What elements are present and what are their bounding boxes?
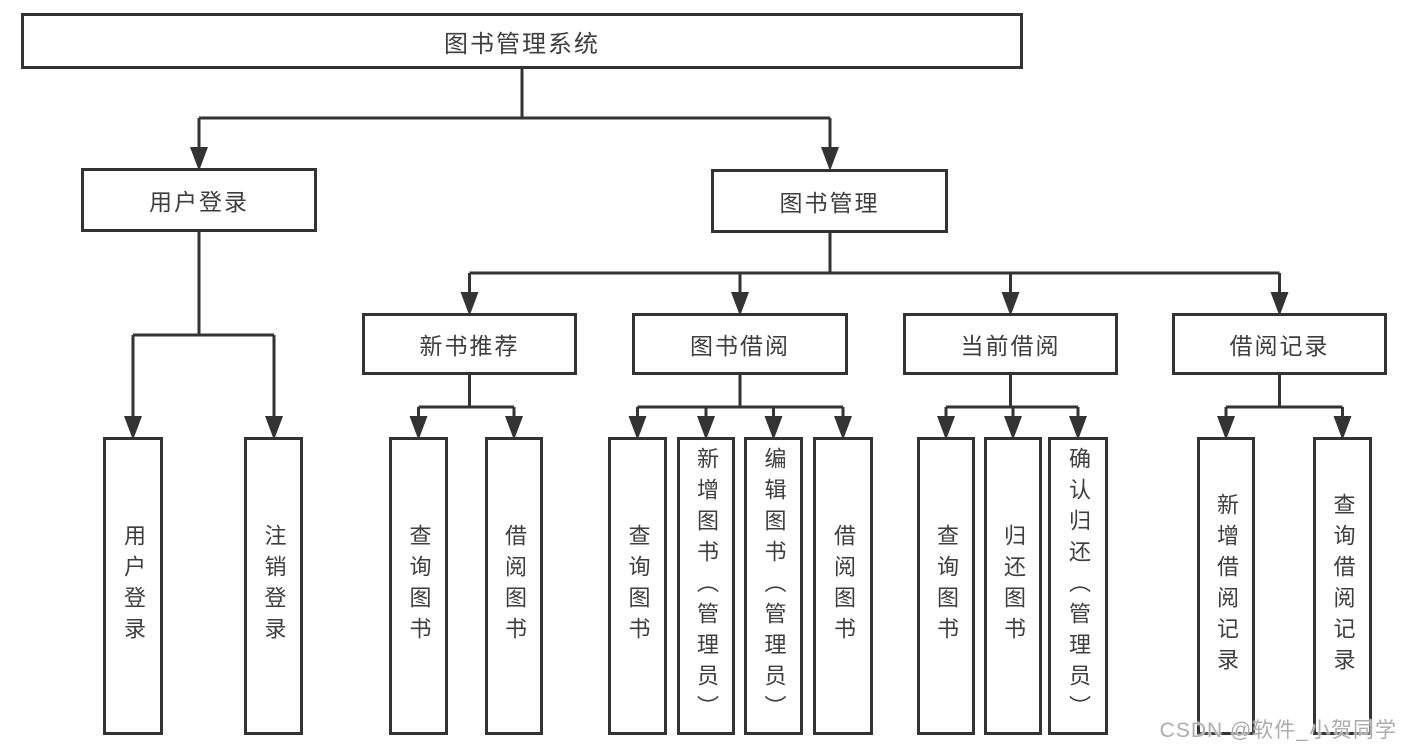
- node-label: 用户登录: [149, 189, 249, 215]
- node-user-login: 用户登录: [81, 168, 317, 232]
- leaf-recommend-query-books: 查询图书: [389, 437, 448, 735]
- node-label: 查询图书: [406, 524, 432, 648]
- connector-user-login: [131, 232, 276, 420]
- node-label: 新书推荐: [419, 333, 520, 359]
- leaf-borrow-borrow-books: 借阅图书: [813, 437, 873, 735]
- leaf-records-add-borrow-record: 新增借阅记录: [1197, 437, 1255, 735]
- node-library-management-system: 图书管理系统: [21, 13, 1023, 69]
- node-new-book-recommend: 新书推荐: [362, 313, 577, 375]
- node-label: 编辑图书（管理员）: [761, 446, 787, 726]
- node-borrow-records: 借阅记录: [1172, 313, 1387, 375]
- connector-current-borrow: [944, 375, 1080, 420]
- node-label: 查询图书: [625, 524, 651, 648]
- arrowheads: [124, 147, 1352, 440]
- leaf-recommend-borrow-books: 借阅图书: [485, 437, 543, 735]
- leaf-borrow-query-books: 查询图书: [608, 437, 667, 735]
- node-label: 新增借阅记录: [1214, 493, 1239, 679]
- node-label: 图书管理系统: [444, 30, 600, 58]
- connector-root: [197, 68, 832, 151]
- node-book-management: 图书管理: [711, 169, 948, 233]
- leaf-borrow-add-books-admin: 新增图书（管理员）: [677, 437, 735, 735]
- node-label: 确认归还（管理员）: [1066, 446, 1091, 726]
- node-label: 图书借阅: [690, 333, 790, 359]
- leaf-current-confirm-return-admin: 确认归还（管理员）: [1048, 437, 1108, 735]
- node-label: 查询图书: [934, 524, 959, 648]
- leaf-user-login: 用户登录: [103, 437, 163, 735]
- connector-borrow-records: [1224, 375, 1344, 420]
- leaf-current-return-books: 归还图书: [984, 437, 1042, 735]
- watermark: CSDN @软件_小贺同学: [1159, 719, 1397, 742]
- connector-book-management: [468, 233, 1281, 296]
- node-label: 借阅图书: [831, 524, 856, 648]
- node-label: 归还图书: [1001, 524, 1026, 648]
- connector-book-borrow: [636, 375, 845, 420]
- node-current-borrow: 当前借阅: [903, 313, 1118, 375]
- node-label: 新增图书（管理员）: [694, 446, 719, 726]
- node-label: 用户登录: [121, 524, 146, 648]
- node-label: 借阅图书: [502, 524, 527, 648]
- connector-new-book-recommend: [417, 375, 516, 420]
- node-label: 图书管理: [779, 190, 880, 216]
- node-label: 当前借阅: [960, 333, 1061, 359]
- node-label: 注销登录: [261, 524, 287, 648]
- node-label: 借阅记录: [1229, 333, 1330, 359]
- leaf-records-query-borrow-record: 查询借阅记录: [1313, 437, 1372, 735]
- leaf-current-query-books: 查询图书: [917, 437, 975, 735]
- leaf-logout: 注销登录: [244, 437, 303, 735]
- leaf-borrow-edit-books-admin: 编辑图书（管理员）: [744, 437, 803, 735]
- node-book-borrow: 图书借阅: [632, 313, 848, 375]
- node-label: 查询借阅记录: [1330, 493, 1356, 679]
